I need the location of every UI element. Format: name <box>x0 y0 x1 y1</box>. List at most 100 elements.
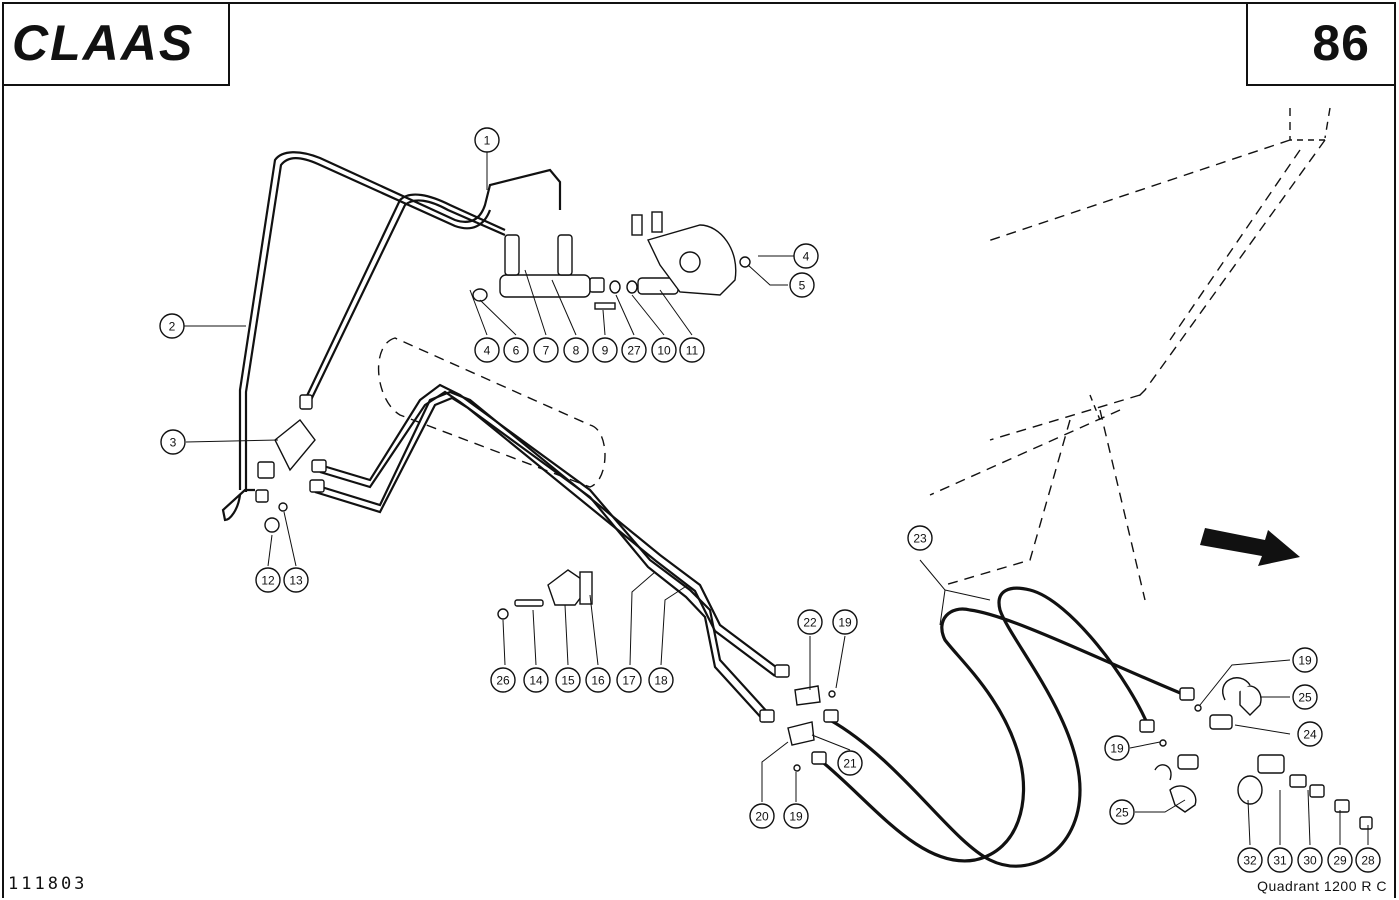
callout-c16: 16 <box>585 667 611 693</box>
callout-c8: 8 <box>563 337 589 363</box>
callout-label: 13 <box>289 574 303 588</box>
callout-circle <box>283 567 309 593</box>
callout-label: 6 <box>513 344 520 358</box>
callout-circle <box>797 609 823 635</box>
callout-c24: 24 <box>1297 721 1323 747</box>
callout-circle <box>1104 735 1130 761</box>
model-label: Quadrant 1200 R C <box>1257 878 1387 894</box>
callout-c12: 12 <box>255 567 281 593</box>
callout-circle <box>621 337 647 363</box>
callout-c26: 26 <box>490 667 516 693</box>
callout-circle <box>1297 721 1323 747</box>
callout-circle <box>474 337 500 363</box>
callout-circle <box>1292 647 1318 673</box>
callout-c1: 1 <box>474 127 500 153</box>
brand-wordmark: CLAAS <box>12 20 194 66</box>
callout-circle <box>837 750 863 776</box>
callout-circle <box>592 337 618 363</box>
callout-c32: 32 <box>1237 847 1263 873</box>
callout-label: 28 <box>1361 854 1375 868</box>
callout-label: 14 <box>529 674 543 688</box>
callout-label: 25 <box>1115 806 1129 820</box>
callout-circle <box>563 337 589 363</box>
callout-circle <box>1109 799 1135 825</box>
callout-circle <box>1267 847 1293 873</box>
callout-circle <box>651 337 677 363</box>
callout-label: 12 <box>261 574 275 588</box>
callout-label: 11 <box>686 344 699 358</box>
callout-c18: 18 <box>648 667 674 693</box>
callout-label: 9 <box>602 344 609 358</box>
callout-label: 32 <box>1243 854 1257 868</box>
callout-c15: 15 <box>555 667 581 693</box>
callout-circle <box>783 803 809 829</box>
callout-c30: 30 <box>1297 847 1323 873</box>
callout-c27: 27 <box>621 337 647 363</box>
callout-label: 1 <box>484 134 491 148</box>
fittings-and-valves <box>255 211 1373 830</box>
callout-c14: 14 <box>523 667 549 693</box>
claas-logo: CLAAS <box>12 20 194 66</box>
callout-c4a: 4 <box>793 243 819 269</box>
callout-circle <box>1327 847 1353 873</box>
callout-c2: 2 <box>159 313 185 339</box>
callout-c29: 29 <box>1327 847 1353 873</box>
callout-c23: 23 <box>907 525 933 551</box>
callout-label: 5 <box>799 279 806 293</box>
callout-label: 19 <box>789 810 803 824</box>
rigid-pipes <box>221 151 781 723</box>
callout-label: 27 <box>627 344 641 358</box>
callout-label: 15 <box>561 674 575 688</box>
callout-label: 16 <box>591 674 605 688</box>
callout-c6: 6 <box>503 337 529 363</box>
callout-c31: 31 <box>1267 847 1293 873</box>
page-number-box: 86 <box>1246 2 1396 86</box>
callout-circle <box>749 803 775 829</box>
callout-circle <box>585 667 611 693</box>
callout-circle <box>648 667 674 693</box>
callout-label: 29 <box>1333 854 1347 868</box>
callout-label: 7 <box>543 344 550 358</box>
callout-label: 18 <box>654 674 668 688</box>
callout-label: 25 <box>1298 691 1312 705</box>
callout-c25a: 25 <box>1292 684 1318 710</box>
brand-logo-box: CLAAS <box>2 2 230 86</box>
callout-c9: 9 <box>592 337 618 363</box>
callout-label: 30 <box>1303 854 1317 868</box>
page-number: 86 <box>1312 15 1370 71</box>
callout-label: 24 <box>1303 728 1317 742</box>
callout-circle <box>503 337 529 363</box>
callout-circle <box>1297 847 1323 873</box>
leader-lines <box>184 152 1369 846</box>
callout-label: 8 <box>573 344 580 358</box>
callout-circle <box>1355 847 1381 873</box>
callout-label: 17 <box>622 674 636 688</box>
callout-circle <box>679 337 705 363</box>
callout-label: 10 <box>657 344 671 358</box>
callout-c22: 22 <box>797 609 823 635</box>
callout-label: 26 <box>496 674 510 688</box>
callout-label: 4 <box>484 344 491 358</box>
callout-circle <box>255 567 281 593</box>
callout-label: 22 <box>803 616 817 630</box>
callout-c17: 17 <box>616 667 642 693</box>
drawing-number: 111803 <box>8 874 88 894</box>
callout-c19d: 19 <box>783 803 809 829</box>
callout-circle <box>533 337 559 363</box>
callout-circle <box>474 127 500 153</box>
callout-circle <box>789 272 815 298</box>
callout-c5: 5 <box>789 272 815 298</box>
frame-top-border <box>2 2 1396 4</box>
callout-label: 20 <box>755 810 769 824</box>
callout-circle <box>1237 847 1263 873</box>
callout-c11: 11 <box>679 337 705 363</box>
callout-label: 3 <box>170 436 177 450</box>
callout-c4b: 4 <box>474 337 500 363</box>
callout-c25b: 25 <box>1109 799 1135 825</box>
direction-arrow <box>1200 528 1300 566</box>
callout-circle <box>1292 684 1318 710</box>
hose-assembly <box>819 586 1186 868</box>
callout-label: 19 <box>838 616 852 630</box>
callout-c3: 3 <box>160 429 186 455</box>
